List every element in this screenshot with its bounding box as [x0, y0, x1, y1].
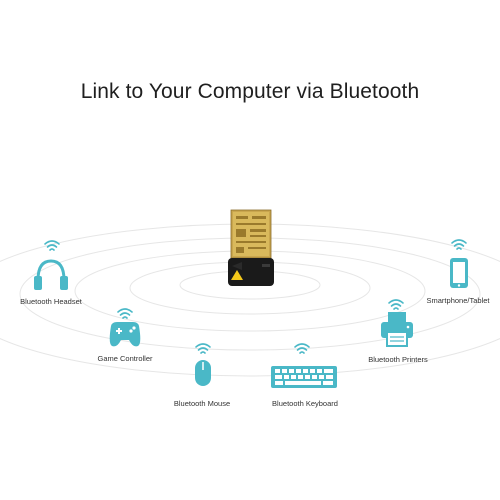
page-title: Link to Your Computer via Bluetooth — [80, 80, 420, 103]
printer-device — [381, 299, 413, 347]
signal-icon — [117, 308, 133, 319]
device-label-printer: Bluetooth Printers — [368, 355, 428, 364]
gamepad-icon — [109, 322, 141, 347]
headset-device — [34, 240, 68, 290]
signal-icon — [388, 299, 404, 310]
device-label-controller: Game Controller — [97, 354, 153, 363]
device-label-keyboard: Bluetooth Keyboard — [272, 399, 338, 408]
keyboard-icon — [271, 366, 337, 388]
signal-icon — [451, 239, 467, 250]
keyboard-device — [271, 343, 337, 388]
usb-adapter — [228, 209, 274, 286]
device-label-mouse: Bluetooth Mouse — [173, 399, 231, 408]
mouse-icon — [195, 360, 211, 386]
device-label-headset: Bluetooth Headset — [20, 297, 82, 306]
device-label-smartphone: Smartphone/Tablet — [426, 296, 490, 305]
warning-triangle-icon — [231, 270, 243, 280]
smartphone-icon — [450, 258, 468, 288]
smartphone-device — [450, 239, 468, 288]
mouse-device — [195, 343, 211, 386]
controller-device — [109, 308, 141, 347]
printer-icon — [381, 312, 413, 347]
headphones-icon — [36, 259, 66, 281]
